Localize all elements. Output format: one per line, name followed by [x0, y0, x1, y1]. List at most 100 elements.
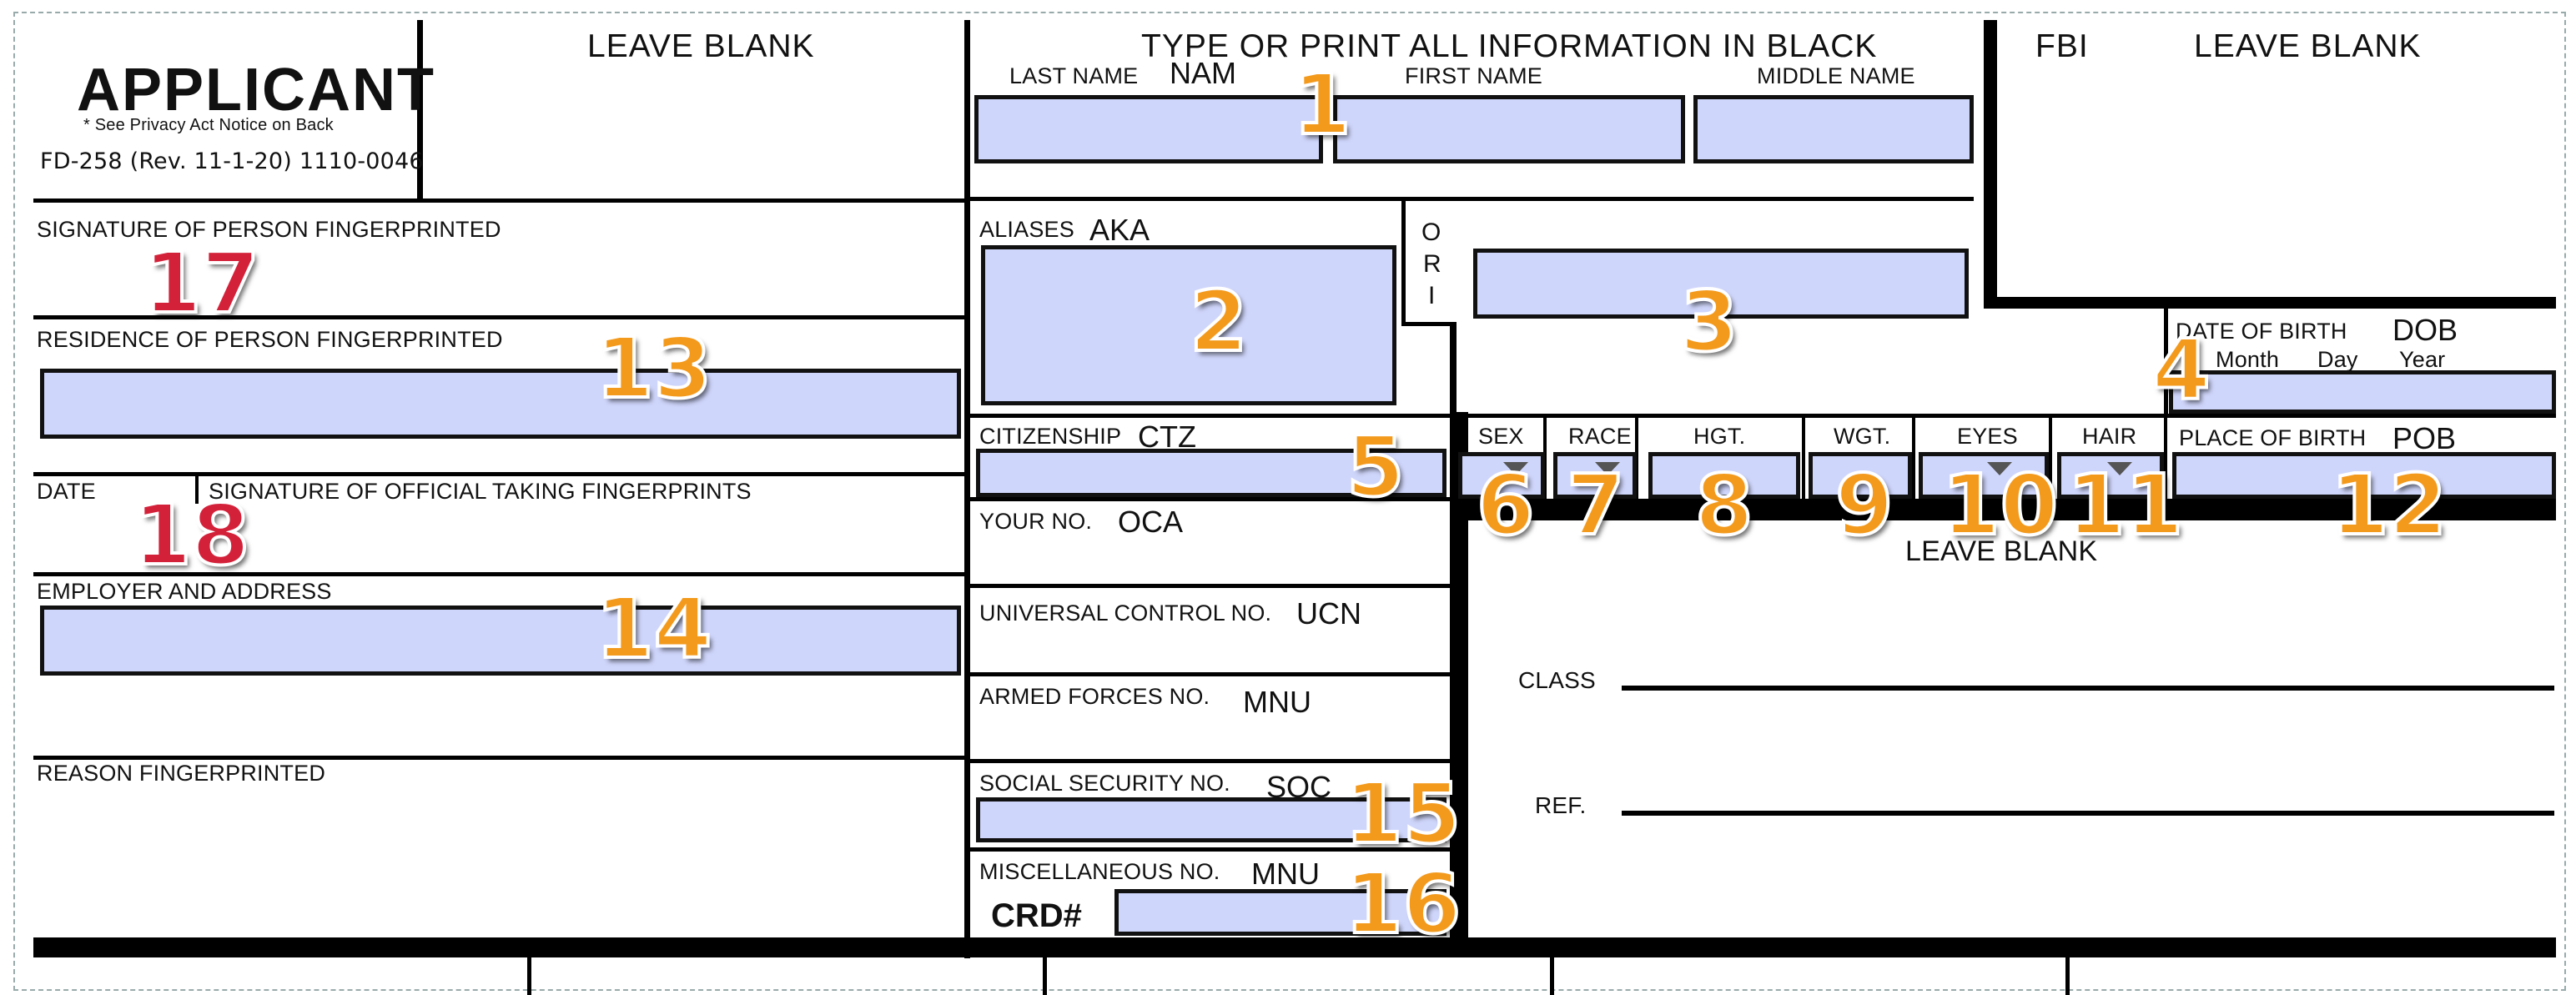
middle-name-field[interactable]	[1693, 95, 1974, 163]
misc-code: MNU	[1251, 857, 1320, 891]
callout-2: 2	[1188, 273, 1250, 370]
dob-code: DOB	[2392, 313, 2458, 347]
dob-day: Day	[2317, 347, 2358, 372]
aliases-code: AKA	[1089, 213, 1150, 247]
divider	[1401, 200, 1406, 325]
ssn-field[interactable]	[976, 797, 1446, 842]
eyes-select[interactable]	[1919, 452, 2049, 499]
eyes-label: EYES	[1957, 424, 2018, 449]
divider	[968, 759, 1455, 763]
hair-select[interactable]	[2057, 452, 2164, 499]
callout-4: 4	[2151, 321, 2212, 419]
divider	[968, 847, 1455, 852]
divider	[1543, 415, 1547, 499]
divider	[964, 20, 970, 958]
residence-label: RESIDENCE OF PERSON FINGERPRINTED	[37, 327, 503, 352]
pob-field[interactable]	[2172, 452, 2556, 499]
divider	[33, 472, 969, 476]
aliases-field[interactable]	[981, 245, 1396, 405]
class-line	[1622, 686, 2554, 691]
name-code: NAM	[1170, 56, 1236, 90]
callout-5: 5	[1345, 418, 1406, 515]
first-name-field[interactable]	[1333, 95, 1685, 163]
signature-person-label: SIGNATURE OF PERSON FINGERPRINTED	[37, 217, 501, 242]
callout-9: 9	[1834, 456, 1895, 554]
crd-field[interactable]	[1114, 889, 1446, 936]
callout-7: 7	[1565, 456, 1627, 554]
pob-code: POB	[2392, 421, 2457, 455]
callout-16: 16	[1343, 855, 1462, 952]
citizenship-code: CTZ	[1138, 420, 1196, 454]
middle-name-label: MIDDLE NAME	[1757, 63, 1915, 88]
dob-label: DATE OF BIRTH	[2176, 319, 2347, 344]
ori-i: I	[1428, 282, 1436, 309]
divider	[1450, 412, 1468, 946]
callout-8: 8	[1693, 456, 1755, 554]
your-no-label: YOUR NO.	[979, 509, 1093, 534]
ref-line	[1622, 811, 2554, 816]
header-instruction: TYPE OR PRINT ALL INFORMATION IN BLACK	[1141, 28, 1878, 64]
fbi-label: FBI	[2035, 28, 2089, 64]
divider	[968, 497, 1455, 501]
pob-label: PLACE OF BIRTH	[2179, 425, 2367, 450]
divider	[195, 475, 199, 504]
leave-blank-center: LEAVE BLANK	[1905, 535, 2098, 567]
divider	[33, 315, 969, 319]
employer-field[interactable]	[40, 606, 961, 676]
divider	[33, 198, 969, 203]
ori-field[interactable]	[1473, 249, 1969, 319]
ref-label: REF.	[1535, 792, 1587, 818]
divider	[968, 672, 1455, 676]
bottom-bar	[33, 937, 2556, 957]
divider	[1802, 415, 1805, 499]
divider	[1043, 954, 1047, 995]
divider	[1984, 297, 2556, 309]
divider	[1550, 954, 1554, 995]
date-label: DATE	[37, 479, 96, 504]
ssn-code: SOC	[1266, 770, 1332, 804]
sex-dropdown-icon	[1502, 460, 1530, 477]
form-number: FD-258 (Rev. 11-1-20) 1110-0046	[40, 148, 424, 174]
callout-13: 13	[594, 319, 713, 417]
ori-r: R	[1423, 250, 1441, 278]
aliases-label: ALIASES	[979, 217, 1074, 242]
hgt-label: HGT.	[1693, 424, 1746, 449]
armed-code: MNU	[1243, 685, 1311, 719]
citizenship-field[interactable]	[976, 449, 1446, 497]
divider	[527, 954, 531, 995]
citizenship-label: CITIZENSHIP	[979, 424, 1122, 449]
dob-year: Year	[2399, 347, 2446, 372]
residence-field[interactable]	[40, 369, 961, 439]
divider	[1453, 499, 2556, 520]
dob-month: Month	[2216, 347, 2280, 372]
sex-select[interactable]	[1458, 452, 1545, 499]
race-dropdown-icon	[1593, 460, 1622, 477]
callout-11: 11	[2065, 456, 2185, 554]
divider	[1635, 415, 1638, 499]
last-name-label: LAST NAME	[1009, 63, 1139, 88]
ori-o: O	[1421, 219, 1441, 246]
dob-field[interactable]	[2169, 370, 2556, 414]
leave-blank-right: LEAVE BLANK	[2194, 28, 2422, 64]
divider	[1912, 415, 1915, 499]
wgt-field[interactable]	[1809, 452, 1912, 499]
employer-label: EMPLOYER AND ADDRESS	[37, 579, 332, 604]
signature-official-label: SIGNATURE OF OFFICIAL TAKING FINGERPRINT…	[209, 479, 752, 504]
callout-14: 14	[594, 580, 713, 677]
form-title: APPLICANT	[77, 57, 435, 123]
divider	[2049, 415, 2052, 499]
crd-label: CRD#	[991, 897, 1082, 934]
divider	[417, 20, 423, 200]
race-select[interactable]	[1553, 452, 1637, 499]
callout-17: 17	[142, 234, 261, 332]
divider	[33, 572, 969, 576]
ssn-label: SOCIAL SECURITY NO.	[979, 771, 1230, 796]
divider	[33, 756, 969, 760]
callout-1: 1	[1291, 56, 1353, 153]
divider	[968, 414, 2556, 418]
divider	[1401, 322, 1455, 326]
hgt-field[interactable]	[1648, 452, 1800, 499]
sex-label: SEX	[1478, 424, 1524, 449]
callout-3: 3	[1678, 273, 1740, 370]
last-name-field[interactable]	[974, 95, 1323, 163]
